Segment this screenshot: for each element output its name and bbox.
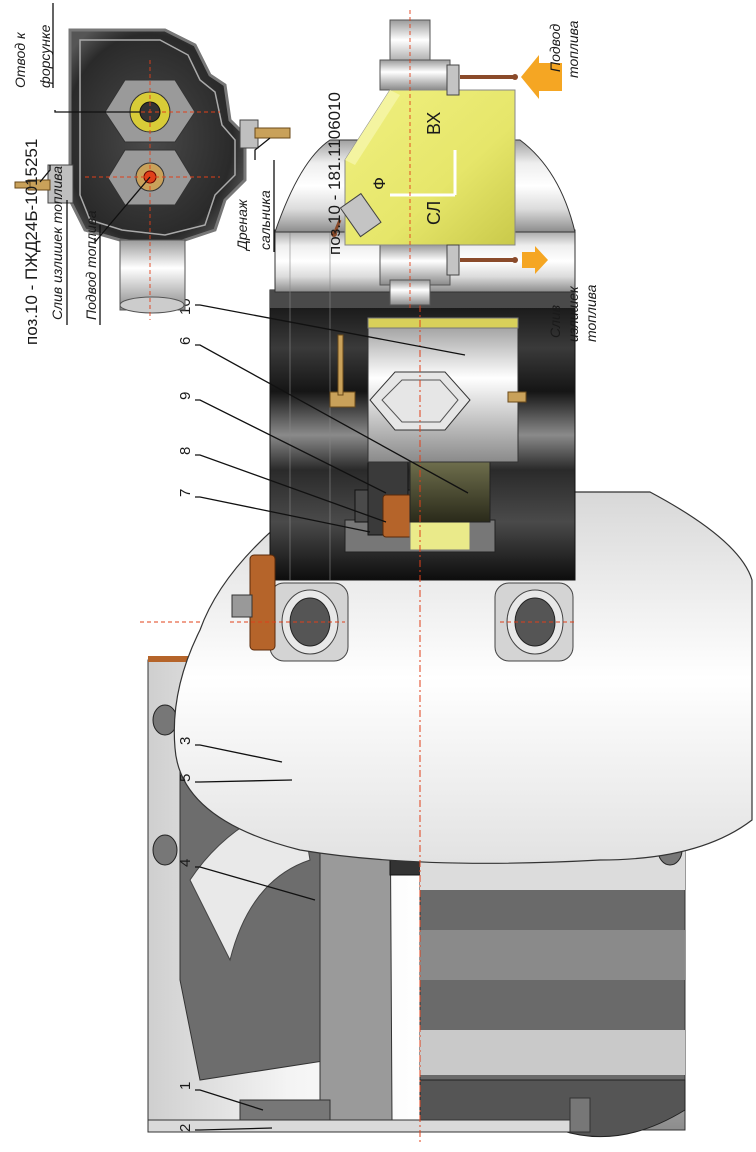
callout-8: 8 xyxy=(177,447,194,455)
pump-label-excess-drain: Слив излишек топлива xyxy=(49,166,65,320)
callout-6: 6 xyxy=(177,337,194,345)
valve-part-number: поз.10 - 181.1106010 xyxy=(325,92,344,255)
valve-label-drain-3: топлива xyxy=(583,284,599,342)
callout-3: 3 xyxy=(177,737,194,745)
callout-2: 2 xyxy=(177,1124,194,1132)
valve-detail-view xyxy=(331,10,562,310)
callout-5: 5 xyxy=(177,774,194,782)
pump-part-number: поз.10 - ПЖД24Б-1015251 xyxy=(22,139,41,345)
pump-label-gland-drain-1: Дренаж xyxy=(234,198,250,252)
valve-label-drain-2: излишек xyxy=(565,285,581,342)
callout-4: 4 xyxy=(177,859,194,867)
supply-arrow xyxy=(521,55,562,99)
valve-label-supply-1: Подвод xyxy=(547,24,563,72)
valve-mark-f: Ф xyxy=(370,177,389,190)
pump-detail-view xyxy=(14,28,291,320)
drain-arrow xyxy=(522,246,548,274)
pump-label-to-injector-1: Отвод к xyxy=(12,31,28,88)
pump-label-fuel-supply: Подвод топлива xyxy=(83,210,99,320)
callout-1: 1 xyxy=(177,1082,194,1090)
fuel-pump xyxy=(329,317,527,463)
callout-leaders xyxy=(195,304,469,1131)
callout-9: 9 xyxy=(177,392,194,400)
valve-mark-in: ВХ xyxy=(424,112,444,135)
valve-label-drain-1: Слив xyxy=(547,305,563,338)
valve-mark-drain: СЛ xyxy=(424,201,444,225)
valve-label-supply-2: топлива xyxy=(565,20,581,78)
pump-label-gland-drain-2: сальника xyxy=(257,190,273,250)
callout-numbers: 1 2 3 4 5 6 7 8 9 10 xyxy=(177,298,194,1132)
pump-label-to-injector-2: форсунке xyxy=(37,24,53,88)
callout-7: 7 xyxy=(177,489,194,497)
